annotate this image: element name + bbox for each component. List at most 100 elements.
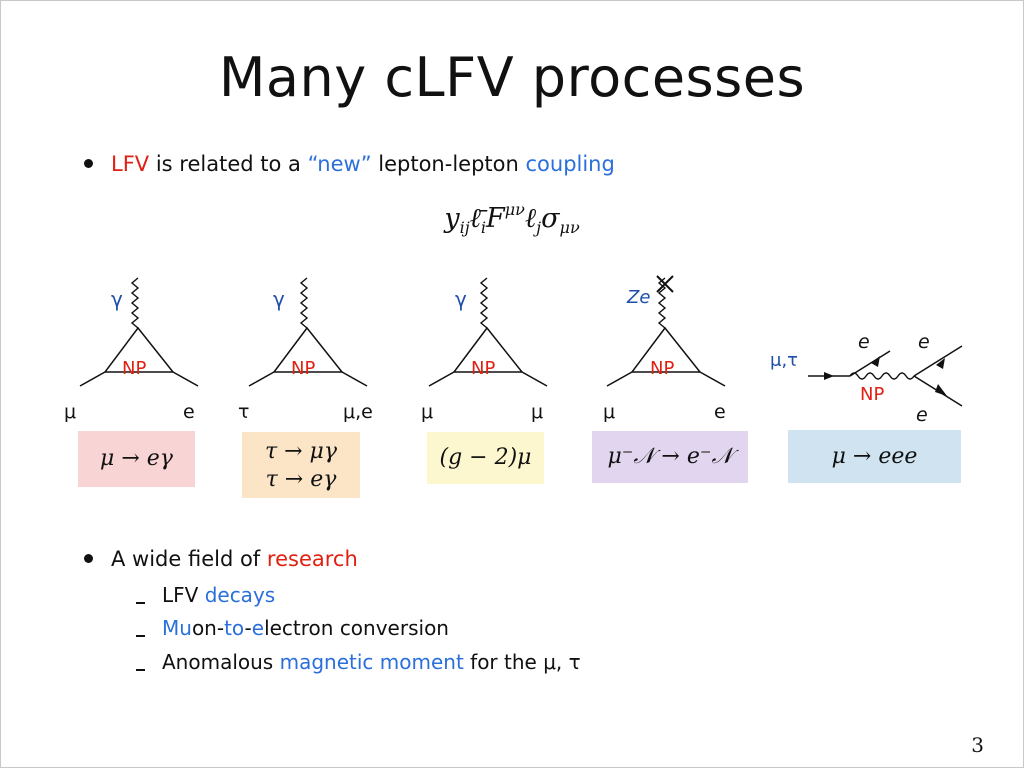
formula-y: y: [444, 203, 460, 234]
label-out: μ: [531, 401, 543, 423]
arrow-icon: [824, 372, 834, 380]
text-wide-field: A wide field of: [111, 547, 261, 571]
label-out-3: e: [916, 404, 928, 426]
diagram-mu-eee: μ,τ NP e e e: [770, 331, 963, 426]
process-label: μ⁻𝒩 → e⁻𝒩: [607, 444, 733, 469]
text-decays: decays: [204, 583, 276, 607]
text-e: e: [251, 616, 265, 640]
outgoing-line: [913, 345, 963, 377]
dash-marker: [136, 634, 145, 637]
label-gamma: γ: [111, 287, 123, 311]
formula-lbar: ℓ̄: [469, 203, 481, 234]
formula-l-sub: j: [536, 218, 542, 237]
dash-marker: [136, 668, 145, 671]
incoming-line: [606, 371, 633, 387]
text-lepton-lepton: lepton-lepton: [378, 152, 519, 176]
outgoing-line: [849, 350, 891, 377]
subitem-lfv-decays: LFV decays: [136, 583, 275, 607]
diagram-g-minus-2: γ NP μ μ: [421, 277, 548, 423]
dash-marker: [136, 601, 145, 604]
process-label: μ → eγ: [100, 446, 173, 471]
arrow-icon: [935, 384, 947, 396]
outgoing-line: [699, 371, 726, 387]
process-label: μ → eee: [831, 444, 918, 469]
label-np: NP: [471, 358, 495, 379]
process-box-tau-l-gamma: τ → μγ τ → eγ: [242, 432, 360, 498]
photon-line: [849, 372, 915, 380]
photon-line: [130, 277, 140, 329]
bullet-dot: [84, 158, 93, 168]
incoming-line: [428, 371, 455, 387]
label-np: NP: [860, 384, 884, 405]
coupling-formula: yijℓ̄iFμνℓjσμν: [0, 200, 1024, 237]
formula-f-sup: μν: [504, 200, 525, 219]
process-label: τ → eγ: [265, 467, 337, 492]
text-mu: Mu: [162, 616, 192, 640]
label-gamma: γ: [455, 287, 467, 311]
formula-sigma-sub: μν: [559, 218, 580, 237]
label-in: μ,τ: [770, 350, 798, 371]
label-out: e: [714, 401, 726, 423]
text-lfv: LFV: [111, 152, 150, 176]
bullet-wide-field: A wide field of research: [84, 547, 358, 571]
label-ze: Ze: [626, 287, 650, 308]
page-number: 3: [971, 733, 984, 757]
label-out: μ,e: [343, 401, 373, 423]
label-np: NP: [650, 358, 674, 379]
text-for-the: for the μ, τ: [470, 650, 581, 674]
label-in: τ: [238, 401, 249, 423]
text-lectron-conversion: lectron conversion: [264, 616, 449, 640]
text-anomalous: Anomalous: [162, 650, 274, 674]
process-box-mu-eee: μ → eee: [788, 430, 961, 483]
process-box-mu-e-conversion: μ⁻𝒩 → e⁻𝒩: [592, 431, 748, 483]
subitem-magnetic-moment: Anomalous magnetic moment for the μ, τ: [136, 650, 581, 674]
text-coupling: coupling: [525, 152, 615, 176]
loop-triangle: [272, 326, 344, 373]
outgoing-line: [521, 371, 548, 387]
arrow-icon: [936, 358, 945, 369]
photon-line: [299, 277, 309, 329]
label-in: μ: [421, 401, 433, 423]
slide-title: Many cLFV processes: [218, 46, 806, 109]
label-np: NP: [291, 358, 315, 379]
formula-f: F: [486, 203, 505, 234]
incoming-line: [248, 371, 275, 387]
text-hyphen: -: [244, 616, 252, 640]
text-magnetic-moment: magnetic moment: [279, 650, 464, 674]
text-lfv: LFV: [162, 583, 199, 607]
formula-sigma: σ: [541, 203, 560, 234]
subitem-conversion: Muon-to-electron conversion: [136, 616, 449, 640]
outgoing-line: [172, 371, 199, 387]
label-gamma: γ: [273, 287, 285, 311]
text-to: to: [224, 616, 245, 640]
outgoing-line: [341, 371, 368, 387]
process-label: (g − 2)μ: [439, 445, 532, 470]
diagram-tau-l-gamma: γ NP τ μ,e: [238, 277, 373, 423]
loop-triangle: [630, 326, 702, 373]
diagram-mu-e-conversion: Ze NP μ e: [603, 275, 726, 423]
label-in: μ: [64, 401, 76, 423]
process-box-g-minus-2: (g − 2)μ: [427, 432, 544, 484]
formula-l: ℓ: [524, 203, 537, 234]
bullet-dot: [84, 553, 93, 563]
diagram-mu-e-gamma: γ NP μ e: [64, 277, 199, 423]
formula-lbar-sub: i: [480, 218, 487, 237]
process-box-mu-e-gamma: μ → eγ: [78, 431, 195, 487]
arrow-icon: [871, 356, 880, 367]
label-np: NP: [122, 358, 146, 379]
label-out-1: e: [858, 331, 870, 353]
label-in: μ: [603, 401, 615, 423]
label-out: e: [183, 401, 195, 423]
process-label: τ → μγ: [264, 439, 338, 464]
formula-y-sub: ij: [459, 218, 470, 237]
text-research: research: [266, 547, 358, 571]
loop-triangle: [452, 326, 524, 373]
photon-line: [479, 277, 489, 329]
incoming-line: [79, 371, 106, 387]
bullet-lfv-coupling: LFV is related to a “new” lepton-lepton …: [84, 152, 615, 176]
nucleus-cross-icon: [656, 275, 674, 293]
text-is-related: is related to a: [155, 152, 301, 176]
text-new: “new”: [307, 152, 372, 176]
label-out-2: e: [918, 331, 930, 353]
feynman-diagrams: γ NP μ e γ NP τ μ,e γ NP μ μ Ze NP μ e: [64, 275, 963, 426]
